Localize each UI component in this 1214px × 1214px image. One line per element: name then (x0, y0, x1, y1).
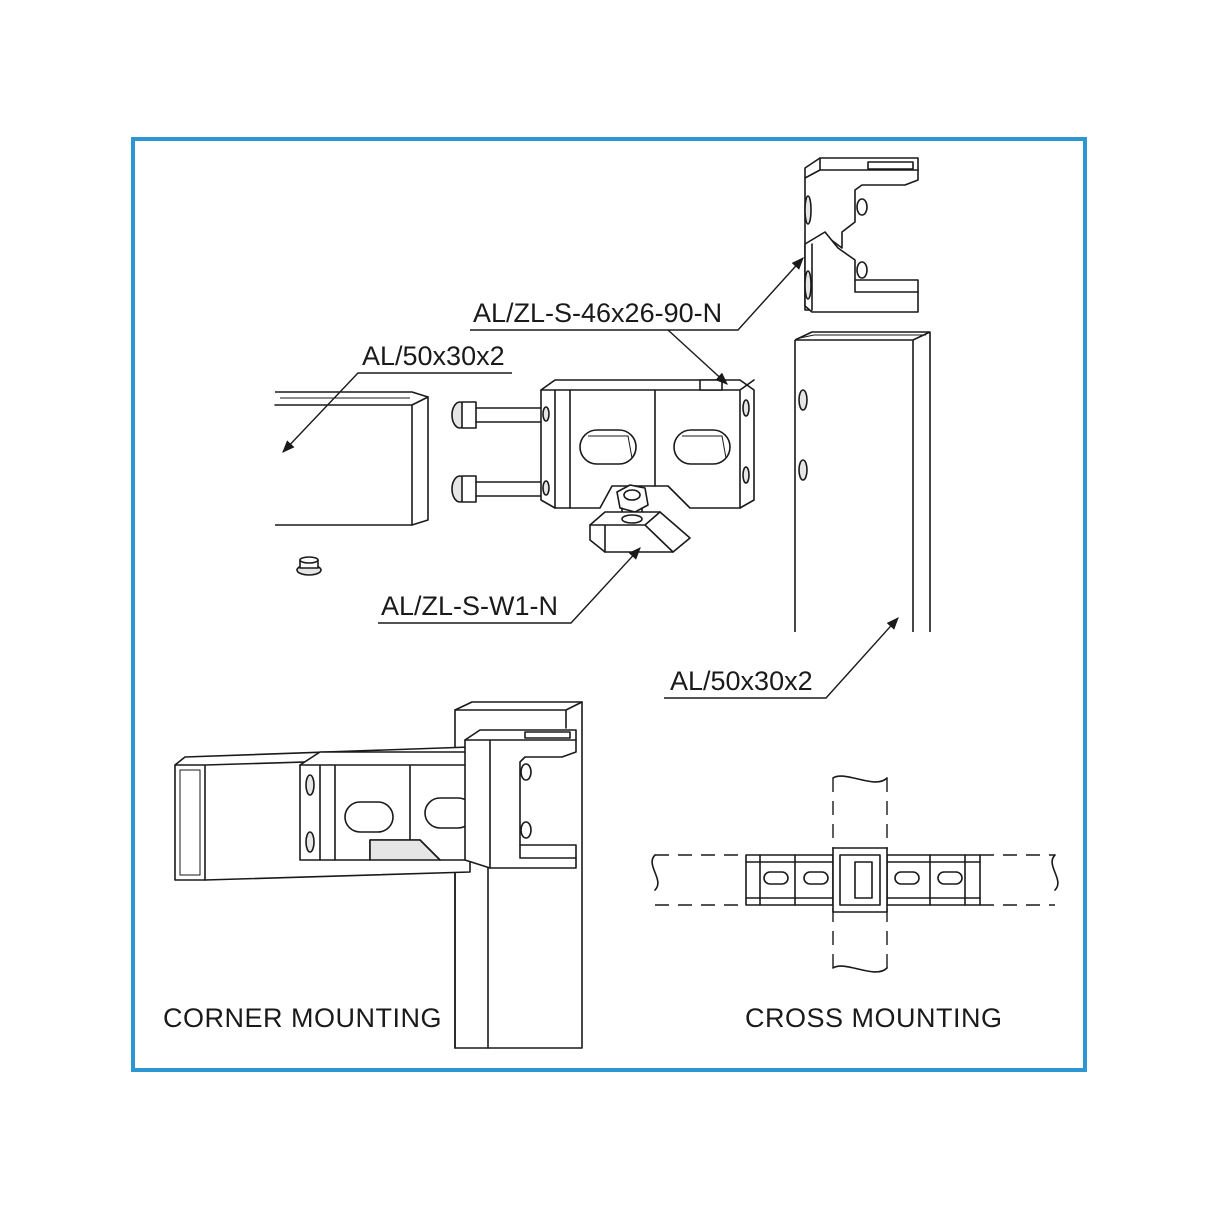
vertical-profile (794, 331, 931, 632)
wedge (589, 511, 691, 553)
connector-label: AL/ZL-S-46x26-90-N (473, 298, 722, 328)
top-bracket (804, 157, 919, 313)
drawing-frame (131, 137, 1087, 1072)
corner-assembly (174, 701, 583, 1049)
cross-assembly (651, 775, 1059, 973)
corner-mounting-caption: CORNER MOUNTING (163, 1003, 442, 1033)
wedge-label: AL/ZL-S-W1-N (381, 591, 558, 621)
cross-mounting-caption: CROSS MOUNTING (745, 1003, 1003, 1033)
small-nut (296, 556, 322, 576)
main-connector (540, 379, 755, 509)
horizontal-profile (274, 391, 429, 526)
horizontal-profile-label: AL/50x30x2 (362, 341, 505, 371)
vertical-profile-label: AL/50x30x2 (670, 666, 813, 696)
